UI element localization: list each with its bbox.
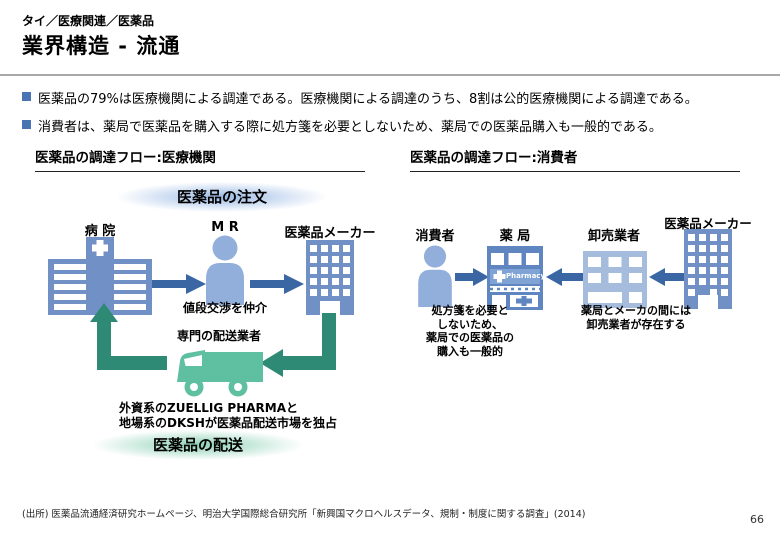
bullet-square-icon	[22, 120, 31, 129]
delivery-glow-label: 医薬品の配送	[94, 430, 302, 460]
pharmacy-sign: Pharmacy	[506, 272, 546, 280]
arrow-wholesaler-to-pharmacy-icon	[546, 268, 584, 286]
order-glow-label: 医薬品の注文	[118, 182, 326, 212]
arrow-consumer-to-pharmacy-icon	[455, 268, 489, 286]
hospital-icon	[48, 237, 152, 315]
title-divider	[0, 74, 780, 76]
wholesaler-label: 卸売業者	[587, 229, 640, 244]
pharmacy-icon	[487, 246, 543, 310]
mr-label: M R	[211, 220, 239, 235]
source-note: (出所) 医薬品流通経済研究ホームページ、明治大学国際総合研究所「新興国マクロヘ…	[22, 509, 586, 520]
green-flow-left-vertical	[97, 320, 111, 370]
bullet-list: 医薬品の79%は医療機関による調達である。医療機関による調達のうち、8割は公的医…	[22, 88, 768, 144]
hospital-label: 病 院	[84, 224, 116, 239]
breadcrumb: タイ／医療関連／医薬品	[22, 14, 155, 28]
consumer-person-icon	[414, 245, 456, 307]
page-number: 66	[750, 513, 764, 526]
bullet-item: 消費者は、薬局で医薬品を購入する際に処方箋を必要としないため、薬局での医薬品購入…	[22, 116, 768, 135]
page-title: 業界構造 - 流通	[22, 34, 181, 58]
panel-title-medical: 医薬品の調達フロー:医療機関	[35, 146, 365, 172]
wholesaler-note: 薬局とメーカの間には 卸売業者が存在する	[581, 304, 691, 331]
panel-title-consumer: 医薬品の調達フロー:消費者	[410, 146, 740, 172]
arrow-hospital-to-mr-icon	[152, 274, 206, 294]
bullet-square-icon	[22, 92, 31, 101]
pharmacy-label: 薬 局	[499, 229, 531, 244]
maker-building-icon-right	[684, 229, 732, 309]
courier-label: 専門の配送業者	[176, 329, 261, 343]
bullet-item: 医薬品の79%は医療機関による調達である。医療機関による調達のうち、8割は公的医…	[22, 88, 768, 107]
bullet-text: 消費者は、薬局で医薬品を購入する際に処方箋を必要としないため、薬局での医薬品購入…	[38, 120, 662, 135]
consumer-note: 処方箋を必要と しないため、 薬局での医薬品の 購入も一般的	[426, 304, 514, 358]
consumer-label: 消費者	[415, 229, 455, 244]
maker-building-icon-left	[306, 240, 354, 315]
mr-person-icon	[203, 235, 247, 305]
truck-icon	[167, 344, 263, 398]
mr-note: 値段交渉を仲介	[182, 301, 267, 315]
green-arrowhead-to-truck-icon	[260, 349, 283, 377]
green-flow-right-horizontal	[282, 356, 336, 370]
green-flow-left-horizontal	[111, 356, 167, 370]
wholesaler-building-icon	[583, 251, 647, 308]
maker-label-right: 医薬品メーカー	[664, 216, 752, 231]
arrow-maker-to-wholesaler-icon	[649, 268, 685, 286]
monopoly-note: 外資系のZUELLIG PHARMAと 地場系のDKSHが医薬品配送市場を独占	[119, 401, 337, 430]
green-flow-right-vertical	[322, 313, 336, 370]
maker-label-left: 医薬品メーカー	[284, 226, 376, 241]
green-arrowhead-to-hospital-icon	[90, 303, 118, 322]
arrow-mr-to-maker-icon	[250, 274, 304, 294]
bullet-text: 医薬品の79%は医療機関による調達である。医療機関による調達のうち、8割は公的医…	[38, 92, 698, 107]
